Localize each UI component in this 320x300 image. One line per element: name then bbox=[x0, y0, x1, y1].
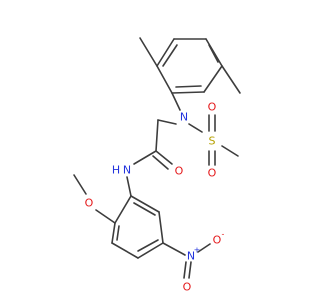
molecule-structure-diagram: N S O O O N H O N + O O - bbox=[73, 37, 241, 294]
bond-n-to-ch2 bbox=[157, 119, 177, 125]
atom-h-amide: H bbox=[112, 164, 120, 177]
atom-o-nitro-right: O bbox=[213, 234, 222, 247]
nitrophenyl-ring bbox=[111, 195, 164, 259]
sulfonyl-oxygens bbox=[208, 114, 216, 166]
bond-ch2-to-carbonyl bbox=[155, 119, 159, 152]
dimethylphenyl-ring bbox=[156, 38, 223, 94]
bond-n-to-s bbox=[188, 123, 203, 133]
atom-o-carbonyl: O bbox=[175, 165, 184, 178]
atom-n-sulfonamide: N bbox=[180, 111, 188, 124]
atom-n-nitro: N bbox=[187, 250, 195, 263]
bond-nh-to-ring bbox=[126, 176, 132, 197]
nitro-group bbox=[162, 242, 211, 279]
atom-o-nitro-charge: - bbox=[222, 230, 225, 239]
atom-o-sulfonyl-bottom: O bbox=[208, 167, 217, 180]
bond-ring-to-n bbox=[171, 92, 181, 111]
methoxy-group bbox=[73, 174, 116, 224]
carbonyl-bond bbox=[152, 150, 173, 170]
atom-n-nitro-charge: + bbox=[194, 246, 201, 255]
methyl-groups bbox=[139, 37, 241, 94]
bond-s-to-methyl bbox=[221, 145, 239, 157]
atom-o-nitro-bottom: O bbox=[183, 281, 192, 294]
atom-n-amide: N bbox=[123, 164, 131, 177]
atom-o-sulfonyl-top: O bbox=[208, 101, 217, 114]
atom-s: S bbox=[209, 135, 216, 148]
bond-carbonyl-to-nh bbox=[133, 150, 157, 165]
atom-o-methoxy: O bbox=[85, 197, 94, 210]
